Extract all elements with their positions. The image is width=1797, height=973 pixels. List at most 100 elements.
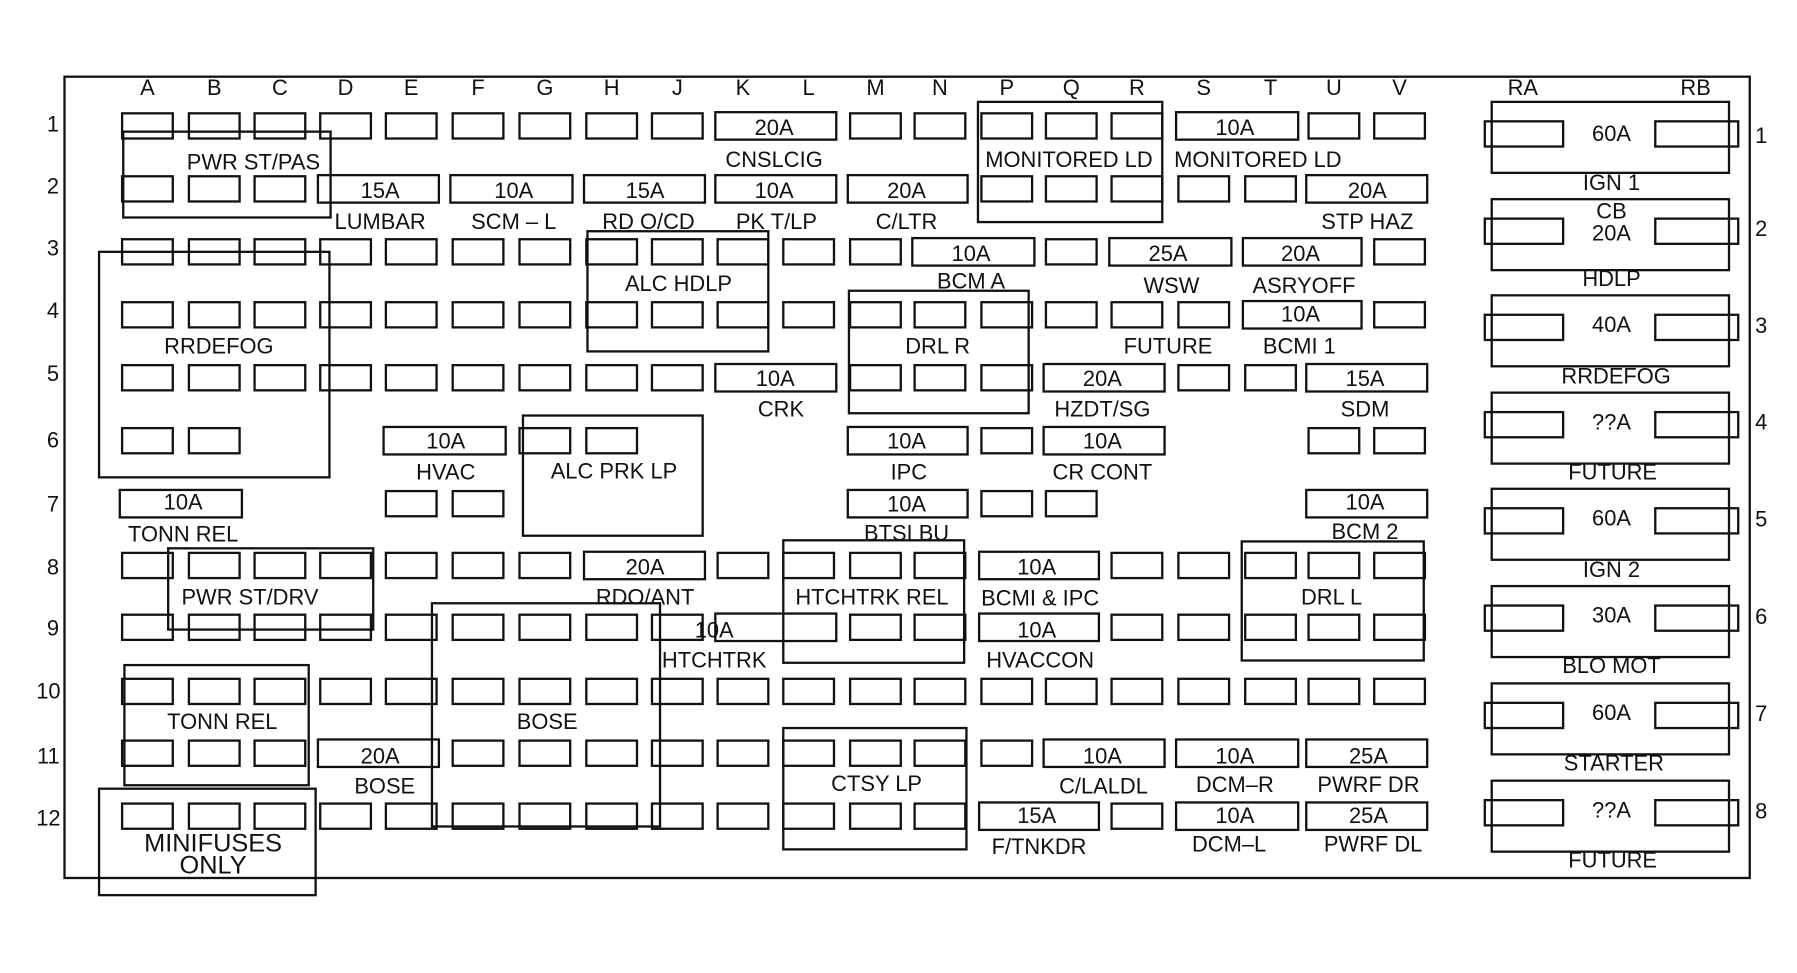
fuse-socket bbox=[980, 739, 1034, 767]
fuse-socket bbox=[384, 677, 438, 706]
fuse-socket bbox=[1244, 613, 1298, 642]
column-label-m: M bbox=[866, 76, 885, 101]
column-label-h: H bbox=[603, 76, 620, 101]
column-label-a: A bbox=[140, 76, 155, 101]
mini-fuse bbox=[846, 488, 969, 519]
fuse-label-htchtrk: HTCHTRK bbox=[661, 649, 767, 674]
fuse-socket bbox=[913, 301, 967, 329]
maxi-fuse-label-future: FUTURE bbox=[1568, 849, 1658, 874]
column-label-ra: RA bbox=[1507, 76, 1539, 101]
mini-fuse bbox=[449, 173, 574, 204]
fuse-socket bbox=[585, 739, 639, 767]
fuse-label-cr-cont: CR CONT bbox=[1052, 461, 1153, 486]
fuse-socket bbox=[518, 739, 572, 767]
mini-fuse bbox=[1042, 738, 1166, 769]
maxi-fuse-label-ign-1: IGN 1 bbox=[1582, 171, 1641, 196]
fuse-rating: 10A bbox=[1215, 745, 1255, 770]
fuse-rating: 10A bbox=[163, 491, 203, 516]
fuse-socket bbox=[253, 613, 307, 642]
fuse-socket bbox=[585, 112, 639, 140]
fuse-socket bbox=[1373, 613, 1427, 642]
fuse-socket bbox=[913, 364, 967, 392]
fuse-socket bbox=[319, 301, 373, 329]
fuse-socket bbox=[585, 677, 639, 706]
fuse-socket bbox=[585, 238, 639, 266]
fuse-socket bbox=[253, 551, 307, 580]
fuse-socket bbox=[980, 175, 1034, 203]
fuse-label-stp-haz: STP HAZ bbox=[1321, 210, 1414, 235]
maxi-fuse-label-future: FUTURE bbox=[1568, 461, 1658, 486]
maxi-fuse-body bbox=[1490, 294, 1731, 368]
fuse-rating: 20A bbox=[1347, 179, 1387, 204]
fuse-socket bbox=[253, 112, 307, 140]
fuse-label-hzdt-sg: HZDT/SG bbox=[1054, 398, 1151, 423]
mini-fuse bbox=[977, 550, 1101, 581]
fuse-socket bbox=[585, 364, 639, 392]
fuse-label-lumbar: LUMBAR bbox=[334, 210, 426, 235]
fuse-socket bbox=[848, 551, 902, 580]
mini-fuse bbox=[1305, 801, 1429, 832]
fuse-rating: 25A bbox=[1348, 745, 1388, 770]
fuse-socket bbox=[650, 301, 704, 329]
relay-outline bbox=[97, 250, 331, 479]
maxi-fuse-rating: ??A bbox=[1592, 799, 1631, 824]
fuse-socket bbox=[518, 364, 572, 392]
maxi-fuse-blade-left bbox=[1483, 604, 1565, 632]
fuse-rating: 25A bbox=[1348, 804, 1388, 829]
fuse-label-btsi-bu: BTSI BU bbox=[863, 521, 950, 547]
relay-label-tonn-rel: TONN REL bbox=[167, 710, 278, 735]
maxi-fuse-blade-left bbox=[1483, 410, 1565, 439]
fuse-socket bbox=[451, 739, 505, 767]
fuse-socket bbox=[187, 551, 241, 580]
fuse-label-scm-l: SCM – L bbox=[471, 210, 557, 235]
fuse-socket bbox=[650, 677, 704, 706]
fuse-socket bbox=[585, 613, 639, 642]
column-label-l: L bbox=[802, 76, 815, 101]
fuse-label-bose: BOSE bbox=[354, 774, 416, 800]
fuse-socket bbox=[585, 426, 639, 455]
fuse-socket bbox=[451, 489, 505, 518]
fuse-socket bbox=[451, 301, 505, 329]
fuse-socket bbox=[716, 551, 770, 580]
fuse-label-rd-o-cd: RD O/CD bbox=[602, 210, 695, 235]
mini-fuse bbox=[1241, 299, 1363, 330]
maxi-fuse-blade-right bbox=[1654, 120, 1740, 148]
maxi-fuse-body bbox=[1490, 584, 1731, 659]
fuse-socket bbox=[980, 426, 1034, 455]
fuse-socket bbox=[384, 112, 438, 140]
mini-fuse bbox=[911, 236, 1036, 267]
fuse-socket bbox=[1110, 802, 1164, 830]
fuse-socket bbox=[980, 112, 1034, 140]
fuse-socket bbox=[1110, 613, 1164, 642]
fuse-label-dcm-r: DCM–R bbox=[1195, 773, 1274, 798]
maxi-fuse-blade-right bbox=[1654, 701, 1740, 730]
fuse-rating: 10A bbox=[694, 619, 734, 644]
maxi-fuse-rating: 60A bbox=[1592, 122, 1631, 147]
fuse-socket bbox=[1244, 364, 1298, 392]
fuse-socket bbox=[451, 613, 505, 642]
fuse-socket bbox=[913, 739, 967, 767]
fuse-socket bbox=[518, 551, 572, 580]
column-label-p: P bbox=[999, 76, 1015, 101]
relay-outline bbox=[847, 289, 1030, 415]
fuse-socket bbox=[451, 677, 505, 706]
mini-fuse bbox=[977, 801, 1101, 832]
fuse-socket bbox=[384, 364, 438, 392]
fuse-label-monitored-ld: MONITORED LD bbox=[1174, 148, 1342, 173]
fuse-label-f-tnkdr: F/TNKDR bbox=[991, 835, 1087, 860]
fuse-socket bbox=[1373, 551, 1427, 580]
fuse-socket bbox=[650, 238, 704, 266]
relay-label-ctsy-lp: CTSY LP bbox=[831, 772, 923, 797]
fuse-rating: 10A bbox=[755, 367, 795, 392]
fuse-socket bbox=[518, 677, 572, 706]
row-label-9: 9 bbox=[46, 616, 60, 642]
fuse-socket bbox=[848, 238, 902, 266]
maxi-fuse-blade-left bbox=[1483, 701, 1565, 730]
fuse-socket bbox=[319, 802, 373, 830]
relay-outline bbox=[122, 130, 332, 219]
relay-label-drl-l: DRL L bbox=[1300, 586, 1363, 611]
relay-label-future: FUTURE bbox=[1123, 335, 1213, 360]
column-label-s: S bbox=[1196, 76, 1212, 101]
fuse-socket bbox=[1177, 175, 1231, 203]
fuse-socket bbox=[120, 426, 174, 455]
